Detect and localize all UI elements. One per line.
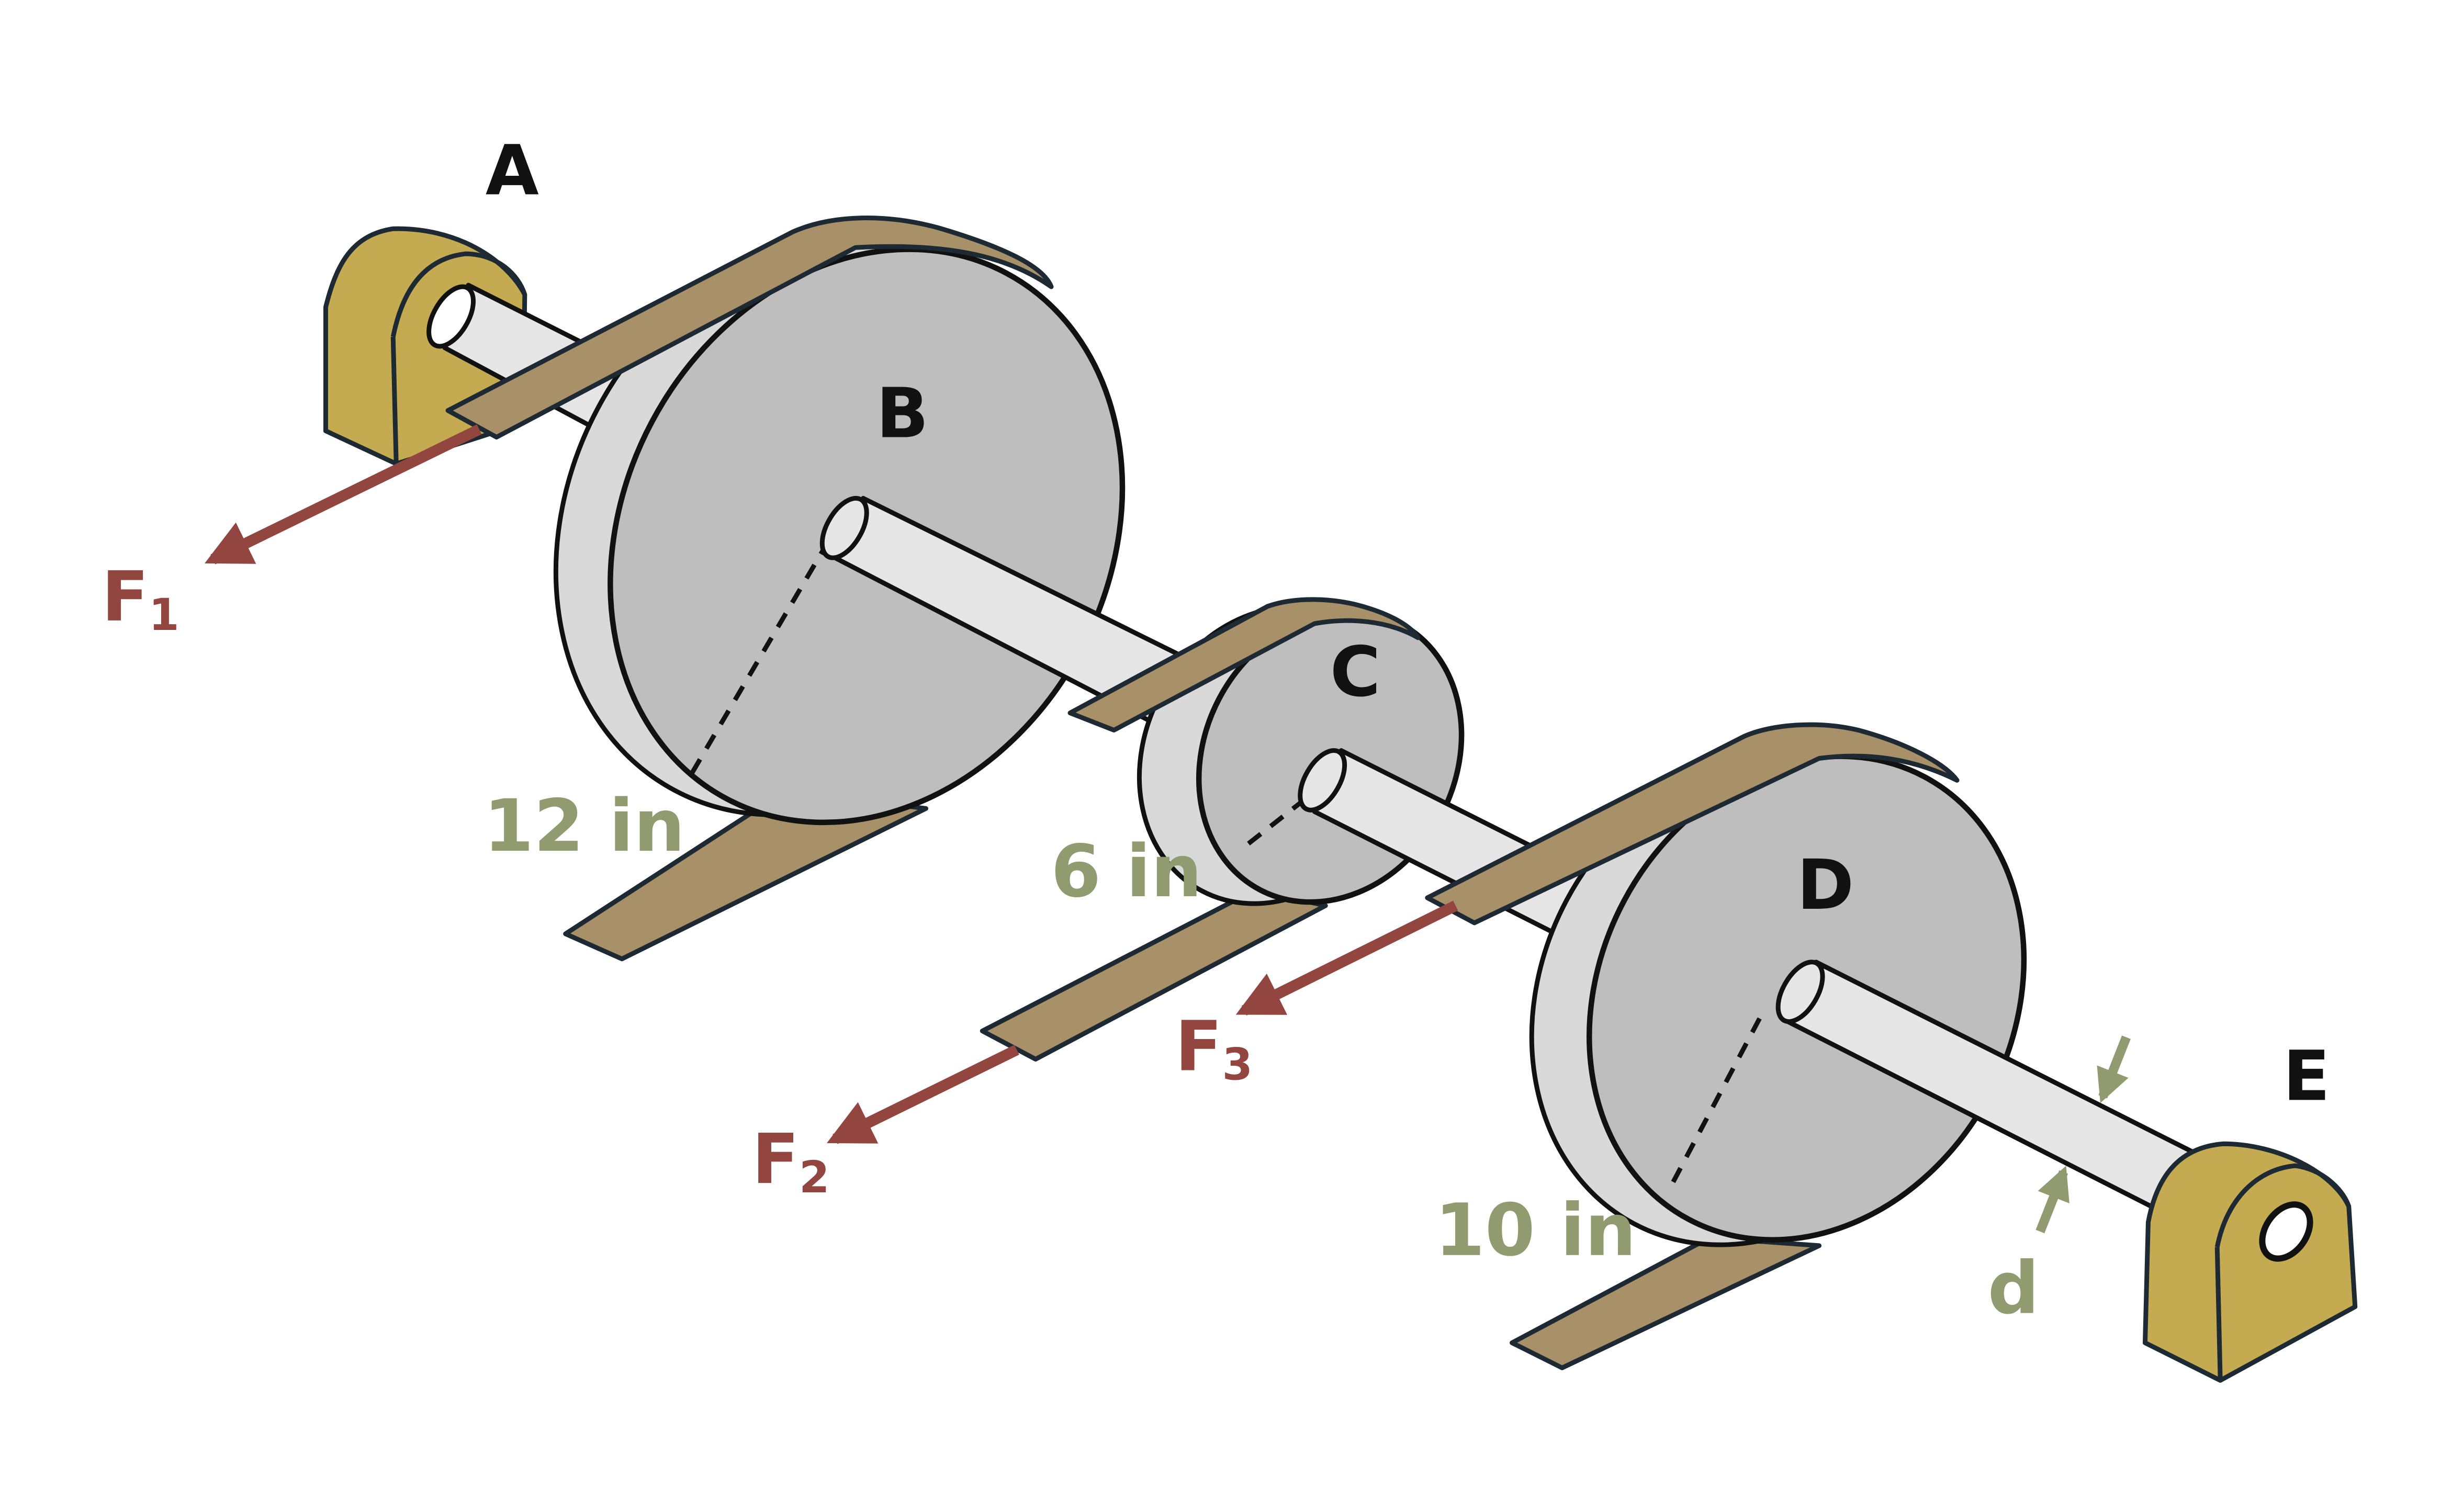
force-label-f1-subscript: 1 xyxy=(149,589,179,640)
dimension-shaft-diameter: d xyxy=(1988,1247,2040,1330)
force-arrow-f1 xyxy=(205,424,482,565)
force-label-f3-symbol: F xyxy=(1175,1007,1222,1087)
dimension-b: 12 in xyxy=(483,784,685,868)
force-label-f1: F1 xyxy=(102,557,179,640)
label-c: C xyxy=(1330,633,1381,713)
force-label-f3-subscript: 3 xyxy=(1222,1039,1253,1090)
force-label-f2-symbol: F xyxy=(752,1120,799,1200)
force-label-f1-symbol: F xyxy=(102,557,149,637)
diameter-arrows xyxy=(2035,1035,2131,1234)
force-label-f3: F3 xyxy=(1175,1007,1253,1090)
dimension-c: 6 in xyxy=(1051,830,1202,913)
diameter-arrow-bottom xyxy=(2035,1166,2069,1234)
force-arrows xyxy=(205,424,1458,1144)
bearing-e xyxy=(2142,1141,2358,1383)
force-arrow-f2 xyxy=(826,1045,1019,1144)
label-e: E xyxy=(2283,1036,2330,1116)
dimension-d: 10 in xyxy=(1435,1189,1636,1272)
force-arrow-f3 xyxy=(1235,900,1458,1016)
diameter-arrow-top xyxy=(2097,1035,2131,1103)
force-label-f2: F2 xyxy=(752,1120,829,1203)
label-d: D xyxy=(1797,845,1854,926)
label-b: B xyxy=(876,374,928,454)
label-a: A xyxy=(486,131,539,211)
force-label-f2-subscript: 2 xyxy=(799,1152,829,1203)
pulley-b xyxy=(445,216,1126,962)
